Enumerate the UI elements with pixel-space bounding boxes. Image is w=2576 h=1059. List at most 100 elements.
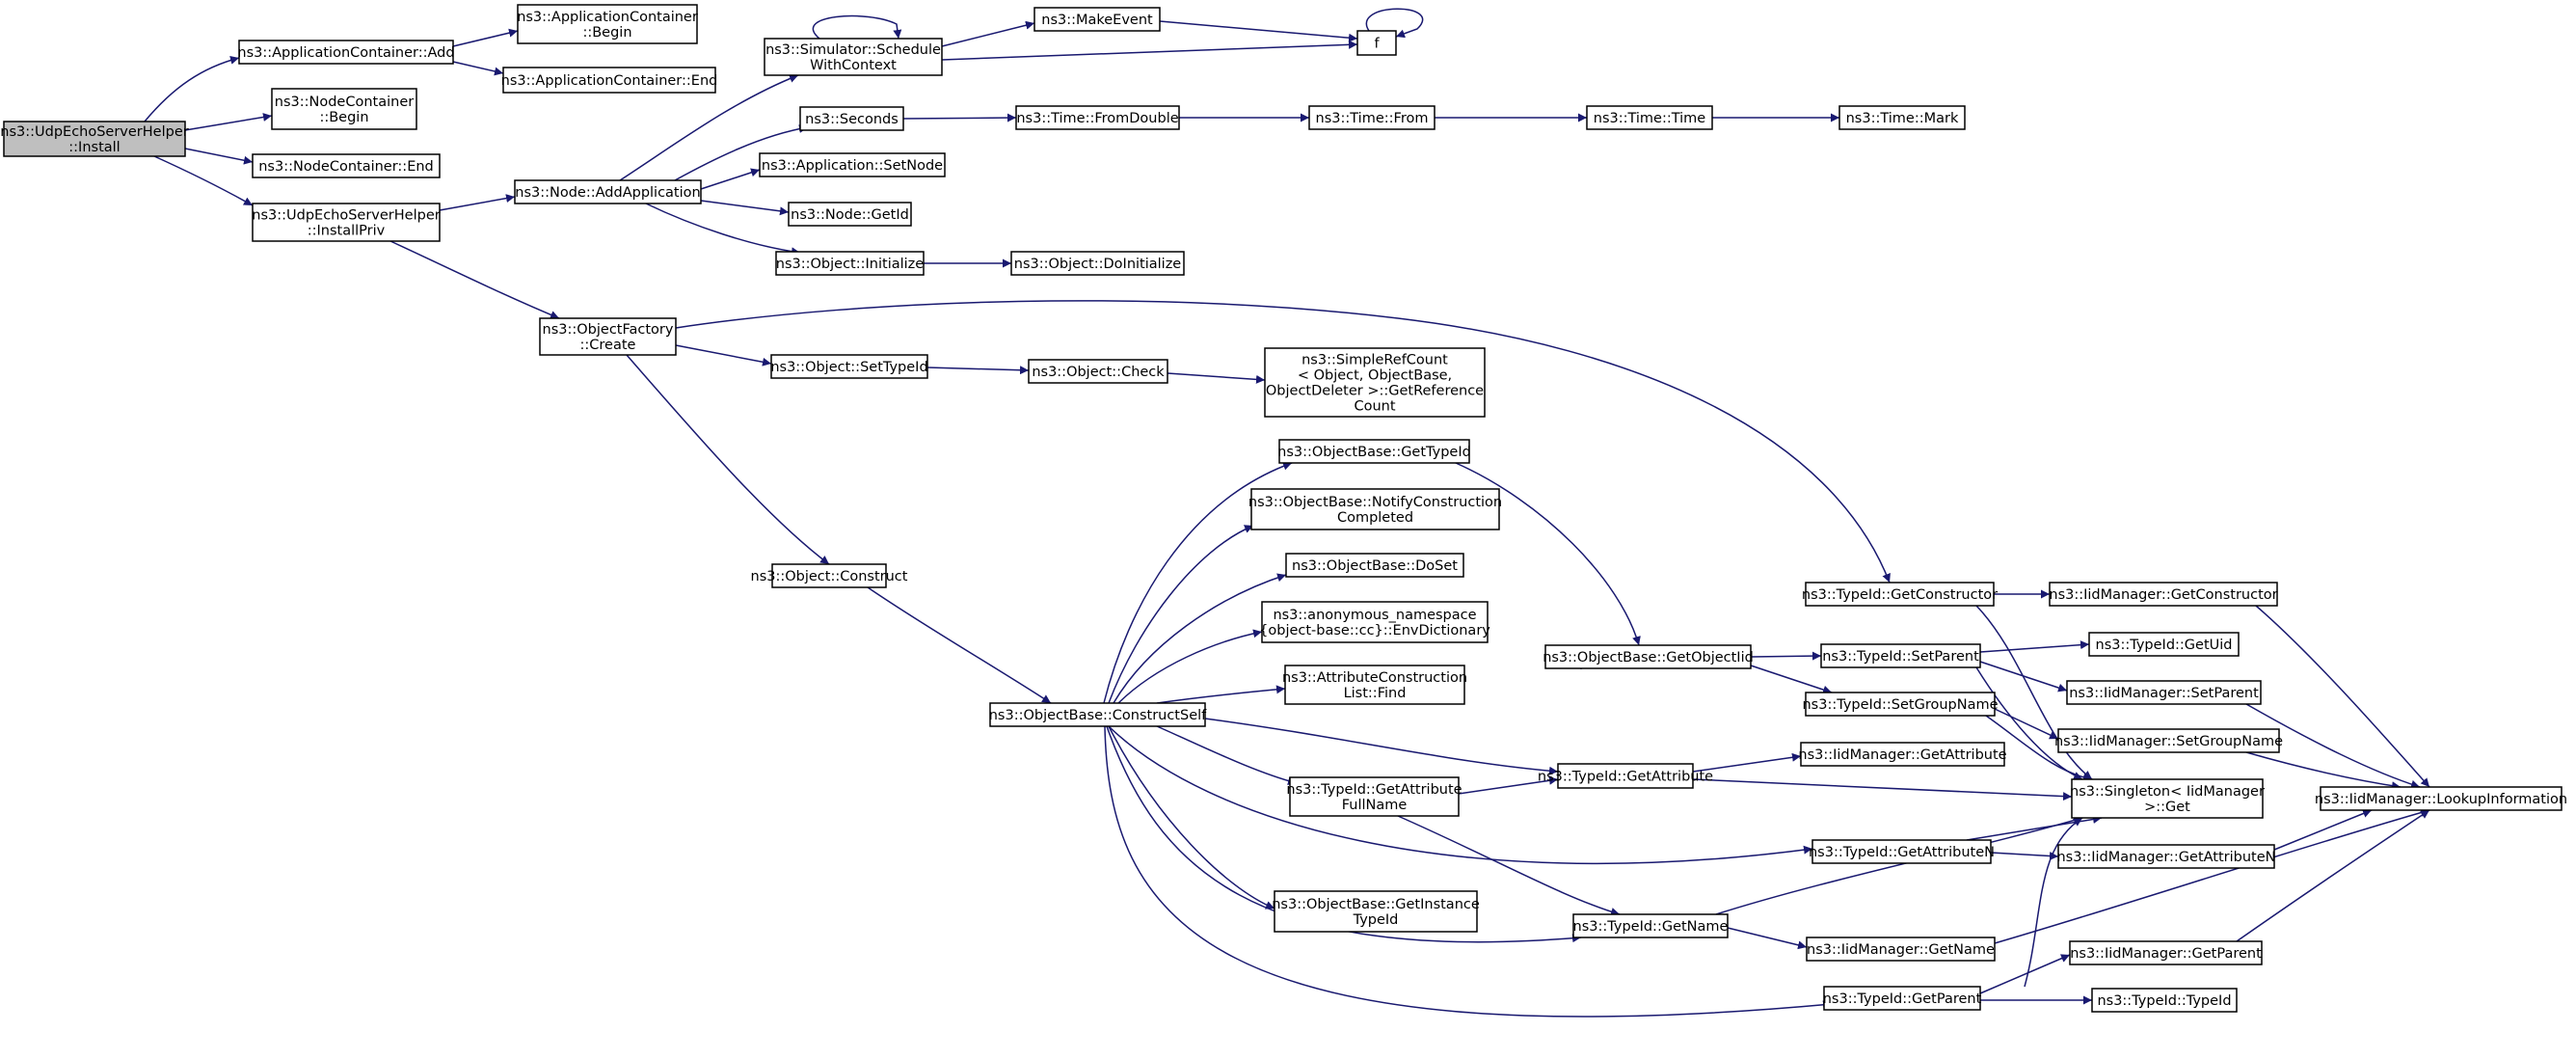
node-gettypeid[interactable]: ns3::ObjectBase::GetTypeId xyxy=(1277,439,1471,464)
node-getattr[interactable]: ns3::TypeId::GetAttribute xyxy=(1538,763,1713,789)
node-getobjtid[interactable]: ns3::ObjectBase::GetObjectIid xyxy=(1543,644,1754,669)
edge-constructself-to-getattr xyxy=(1204,718,1559,775)
edge-constructself-to-gettypeid xyxy=(1103,461,1293,704)
node-label: ns3::TypeId::GetAttributeN xyxy=(1809,845,1995,860)
node-nodebegin[interactable]: ns3::NodeContainer::Begin xyxy=(271,88,417,130)
node-label: ns3::Time::Mark xyxy=(1846,111,1959,126)
node-constructself[interactable]: ns3::ObjectBase::ConstructSelf xyxy=(989,702,1207,727)
node-factory[interactable]: ns3::ObjectFactory::Create xyxy=(539,317,677,356)
node-box xyxy=(2091,988,2238,1013)
node-box xyxy=(1805,582,1995,607)
node-seconds[interactable]: ns3::Seconds xyxy=(799,106,904,131)
edge-iidgetname-to-lookup xyxy=(1994,808,2430,944)
node-iidgetparent[interactable]: ns3::IidManager::GetParent xyxy=(2069,940,2263,965)
node-initialize[interactable]: ns3::Object::Initialize xyxy=(775,251,925,276)
node-box xyxy=(1820,643,1981,668)
node-timetime[interactable]: ns3::Time::Time xyxy=(1586,105,1713,130)
node-fromdouble[interactable]: ns3::Time::FromDouble xyxy=(1015,105,1180,130)
node-label: ::Install xyxy=(68,140,120,155)
node-label: ObjectDeleter >::GetReference xyxy=(1266,384,1484,399)
node-appadd[interactable]: ns3::ApplicationContainer::Add xyxy=(237,40,455,65)
node-label: ::Begin xyxy=(582,25,631,41)
node-box xyxy=(1572,913,1729,938)
node-label: ns3::ApplicationContainer xyxy=(517,10,698,25)
node-notify[interactable]: ns3::ObjectBase::NotifyConstructionCompl… xyxy=(1248,488,1502,530)
node-label: ns3::Object::Check xyxy=(1032,365,1165,380)
edge-setparent-to-getuid xyxy=(1979,640,2090,653)
node-construct[interactable]: ns3::Object::Construct xyxy=(751,563,908,588)
edge-setgroupname-to-iidsetgroupname xyxy=(1994,708,2059,740)
node-label: ns3::IidManager::GetParent xyxy=(2070,946,2262,962)
node-label: ns3::TypeId::GetParent xyxy=(1823,991,1982,1007)
node-addapp[interactable]: ns3::Node::AddApplication xyxy=(514,179,702,204)
node-setgroupname[interactable]: ns3::TypeId::SetGroupName xyxy=(1802,692,1999,717)
node-appbegin[interactable]: ns3::ApplicationContainer::Begin xyxy=(517,4,698,44)
node-singleton[interactable]: ns3::Singleton< IidManager >::Get xyxy=(2070,778,2265,819)
edge-addapp-to-initialize xyxy=(645,203,801,257)
node-box xyxy=(1838,105,1966,130)
node-getconstructor[interactable]: ns3::TypeId::GetConstructor xyxy=(1802,582,1998,607)
node-iidsetparent[interactable]: ns3::IidManager::SetParent xyxy=(2066,680,2262,705)
node-box xyxy=(1544,644,1752,669)
node-label: ns3::Time::Time xyxy=(1594,111,1706,126)
node-label: ns3::TypeId::GetAttribute xyxy=(1286,782,1462,798)
node-from[interactable]: ns3::Time::From xyxy=(1308,105,1436,130)
node-refcount[interactable]: ns3::SimpleRefCount< Object, ObjectBase,… xyxy=(1264,347,1486,418)
node-makeevent[interactable]: ns3::MakeEvent xyxy=(1033,7,1161,32)
edge-getobjtid-to-setgroupname xyxy=(1750,665,1833,694)
edge-constructself-to-envdict xyxy=(1117,629,1263,704)
edge-udpinstall-to-nodeend xyxy=(184,148,254,165)
node-label: < Object, ObjectBase, xyxy=(1298,368,1452,384)
node-label: ns3::ObjectBase::DoSet xyxy=(1292,558,1458,574)
node-box xyxy=(759,152,946,177)
node-iidsetgroupname[interactable]: ns3::IidManager::SetGroupName xyxy=(2054,728,2283,753)
node-getuid[interactable]: ns3::TypeId::GetUid xyxy=(2088,632,2240,657)
node-check[interactable]: ns3::Object::Check xyxy=(1028,359,1168,384)
node-getattrn[interactable]: ns3::TypeId::GetAttributeN xyxy=(1809,839,1995,864)
node-doset[interactable]: ns3::ObjectBase::DoSet xyxy=(1285,553,1464,578)
node-box xyxy=(1015,105,1180,130)
node-udpinstall[interactable]: ns3::UdpEchoServerHelper::Install xyxy=(0,121,189,157)
node-getparent[interactable]: ns3::TypeId::GetParent xyxy=(1823,986,1982,1011)
node-nodeend[interactable]: ns3::NodeContainer::End xyxy=(252,153,441,178)
node-iidgetconstructor[interactable]: ns3::IidManager::GetConstructor xyxy=(2049,582,2278,607)
node-f[interactable]: f xyxy=(1356,30,1397,56)
node-box xyxy=(2066,680,2262,705)
node-getname[interactable]: ns3::TypeId::GetName xyxy=(1572,913,1729,938)
node-box xyxy=(764,38,943,76)
edge-getparent-to-singleton xyxy=(2024,817,2083,988)
node-typeidtypeid[interactable]: ns3::TypeId::TypeId xyxy=(2091,988,2238,1013)
node-iidgetattr[interactable]: ns3::IidManager::GetAttribute xyxy=(1798,742,2007,767)
node-label: ns3::IidManager::GetAttribute xyxy=(1798,747,2006,763)
node-setnode[interactable]: ns3::Application::SetNode xyxy=(759,152,946,177)
node-box xyxy=(2071,778,2264,819)
node-label: ns3::Object::DoInitialize xyxy=(1014,257,1182,272)
node-getid[interactable]: ns3::Node::GetId xyxy=(788,202,912,227)
node-installpriv[interactable]: ns3::UdpEchoServerHelper::InstallPriv xyxy=(252,203,441,242)
node-append[interactable]: ns3::ApplicationContainer::End xyxy=(501,67,718,94)
node-iidgetname[interactable]: ns3::IidManager::GetName xyxy=(1806,937,1996,962)
node-label: ns3::TypeId::TypeId xyxy=(2097,993,2231,1009)
node-setparent[interactable]: ns3::TypeId::SetParent xyxy=(1820,643,1981,668)
node-box xyxy=(1278,439,1470,464)
edge-udpinstall-to-nodebegin xyxy=(184,113,273,131)
node-doinit[interactable]: ns3::Object::DoInitialize xyxy=(1010,251,1185,276)
edge-getattr-to-singleton xyxy=(1692,778,2073,801)
edge-f-to-f xyxy=(1365,8,1424,39)
edge-constructself-to-doset xyxy=(1113,573,1287,704)
node-iidgetattrn[interactable]: ns3::IidManager::GetAttributeN xyxy=(2056,844,2276,869)
nodes: ns3::UdpEchoServerHelper::Installns3::Ap… xyxy=(0,4,2567,1013)
node-lookup[interactable]: ns3::IidManager::LookupInformation xyxy=(2315,786,2567,811)
node-mark[interactable]: ns3::Time::Mark xyxy=(1838,105,1966,130)
node-label: ns3::NodeContainer::End xyxy=(258,159,434,175)
node-box xyxy=(1261,601,1489,643)
node-envdict[interactable]: ns3::anonymous_namespace{object-base::cc… xyxy=(1259,601,1490,643)
node-box xyxy=(3,121,186,157)
edges xyxy=(144,8,2430,1018)
node-label: ns3::AttributeConstruction xyxy=(1282,670,1467,686)
node-settypeid[interactable]: ns3::Object::SetTypeId xyxy=(770,354,928,379)
